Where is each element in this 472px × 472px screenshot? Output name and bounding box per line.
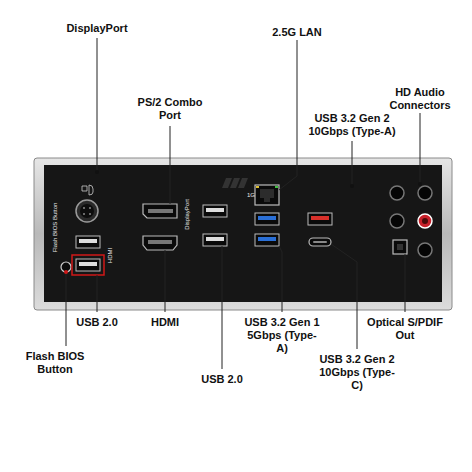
leader-line [352,141,353,186]
rj45-latch [264,198,270,202]
leader-line [279,246,282,312]
leader-line [165,250,166,312]
ps2-pin [89,213,91,215]
leader-dot [95,170,99,174]
lan-port [255,185,279,205]
callout-label: USB 2.0 [187,373,257,386]
usb-port [308,213,332,225]
callout-label: PS/2 Combo Port [132,96,208,122]
leader-line [97,275,98,312]
lan-led [275,186,278,188]
rj45-socket [260,189,274,198]
usb-port [76,259,100,271]
silkscreen-label: 1G [245,192,257,199]
hdmi-tongue [148,240,172,244]
usb-port [203,205,227,217]
leader-line [420,113,421,184]
usb-port [203,234,227,246]
leader-dot [64,270,68,274]
usb-tongue [79,262,97,266]
callout-label: Optical S/PDIF Out [366,316,444,342]
optical-spdif-port [393,240,407,254]
usb-tongue-red [311,216,329,220]
audio-jack-mic [418,214,432,228]
leader-line [331,244,357,349]
leader-dot [350,184,354,188]
silkscreen-label: DisplayPort [184,190,191,240]
usb32-gen2-ports [308,213,332,246]
audio-jack [418,243,432,257]
usb-tongue [206,208,224,212]
callout-label: DisplayPort [49,22,145,35]
silkscreen-label: HDMI [107,241,114,271]
callout-label: USB 2.0 [62,316,132,329]
callout-label: Flash BIOS Button [17,350,93,376]
ps2-pin [83,213,85,215]
leader-line [66,272,67,346]
audio-jack-hole [422,218,428,224]
displayport-port [143,204,177,218]
silkscreen-label: Flash BIOS Button [52,193,59,263]
callout-label: USB 3.2 Gen 2 10Gbps (Type-C) [315,353,399,392]
usb-tongue-blue [258,237,276,241]
ps2-ring [76,200,98,222]
audio-jack [390,214,404,228]
callout-label: HDMI [135,316,195,329]
audio-jack [418,186,432,200]
audio-jacks [390,186,432,257]
ps2-socket [80,204,94,218]
callout-label: HD Audio Connectors [383,86,457,112]
usb-tongue [79,239,97,243]
usb-tongue-blue [258,216,276,220]
ps2-port [76,185,98,222]
usb-port [255,234,279,246]
usb-port [255,213,279,225]
leader-line [405,254,406,312]
displayport-shell [143,204,177,218]
usb-port [76,236,100,248]
leader-line [222,246,223,369]
ps2-pin [83,207,85,209]
callout-label: 2.5G LAN [257,26,337,39]
brand-logo [222,178,248,188]
usb32-gen1-stack [255,213,279,246]
optical-shutter [397,244,403,250]
usb-type-c-tongue [313,241,327,243]
hdmi-shell [143,236,177,250]
rj45-shell [255,185,279,205]
callout-label: USB 3.2 Gen 1 5Gbps (Type-A) [243,316,321,355]
ps2-icon [82,185,93,195]
usb-type-c-port [309,238,331,246]
callout-label: USB 3.2 Gen 2 10Gbps (Type-A) [300,112,404,138]
audio-jack [390,186,404,200]
leader-line [279,40,297,190]
hdmi-port [143,236,177,250]
lan-led [256,186,259,188]
displayport-tongue [148,209,173,213]
leader-dot [418,182,422,186]
ps2-pin [89,207,91,209]
leader-line [170,126,171,204]
leader-dots [64,170,422,274]
leader-lines [66,38,420,369]
leader-line [97,38,98,172]
usb-tongue [206,237,224,241]
highlight-box [72,255,104,275]
usb2-stack-middle [203,205,227,246]
io-shield-face [44,165,442,302]
usb2-stack-left [72,236,104,275]
